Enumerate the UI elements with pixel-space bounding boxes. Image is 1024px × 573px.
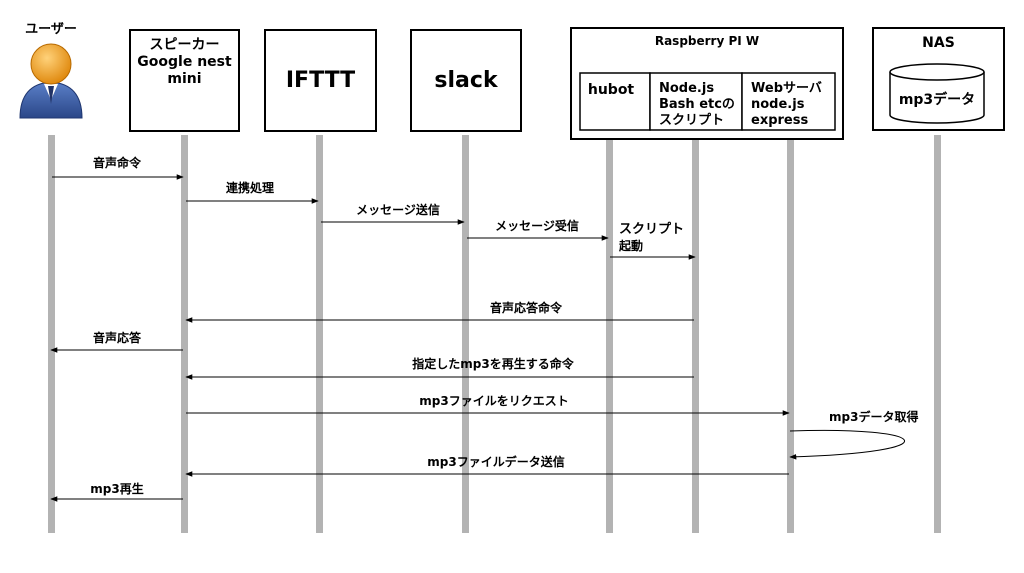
message-label: 音声応答命令 [490,300,563,315]
scripts-label-line2: Bash etcの [659,97,735,112]
actor-slack: slack [410,29,522,132]
speaker-label-line1: スピーカー [150,37,220,53]
message-label: 連携処理 [226,180,274,195]
message-label: mp3再生 [90,481,143,496]
rpi-title: Raspberry PI W [655,34,759,48]
actor-raspberry-pi: Raspberry PI W hubot Node.js Bash etcの ス… [570,27,844,140]
lifelines [48,135,941,533]
nas-storage-label: mp3データ [899,91,975,108]
webserver-label-line1: Webサーバ [751,81,822,96]
actor-nas: NAS mp3データ [872,27,1005,131]
rpi-scripts-box [649,72,743,131]
message-label: mp3ファイルをリクエスト [419,394,568,408]
lifeline-webserver [787,135,794,533]
webserver-label-line3: express [751,113,808,128]
message-label: 音声命令 [93,155,142,170]
actor-speaker: スピーカー Google nest mini [129,29,240,132]
lifeline-nas [934,135,941,533]
message-label: メッセージ送信 [356,202,440,217]
lifeline-hubot [606,135,613,533]
lifeline-ifttt [316,135,323,533]
speaker-label-line3: mini [167,71,201,87]
nas-title: NAS [922,35,955,51]
user-label: ユーザー [25,22,77,37]
actor-user: ユーザー [19,22,83,119]
user-avatar-icon [19,43,83,119]
message-arrow [789,429,906,460]
message-label-line2: 起動 [618,238,643,253]
rpi-webserver-box [741,72,836,131]
ifttt-label: IFTTT [286,68,355,93]
rpi-hubot-box [579,72,651,131]
lifeline-scripts [692,135,699,533]
message-label: mp3データ取得 [829,409,918,424]
slack-label: slack [434,68,499,93]
message-label: mp3ファイルデータ送信 [427,454,564,469]
message-label-line1: スクリプト [619,222,684,237]
lifeline-speaker [181,135,188,533]
speaker-label-line2: Google nest [137,54,232,70]
message-label: メッセージ受信 [495,218,579,233]
lifeline-slack [462,135,469,533]
webserver-label-line2: node.js [751,97,805,112]
message-label: 指定したmp3を再生する命令 [412,356,574,371]
hubot-label: hubot [588,82,635,98]
messages: 音声命令 連携処理 メッセージ送信 メッセージ受信 スクリプト 起動 音声応答命… [50,155,918,502]
message-label: 音声応答 [93,330,142,345]
lifeline-user [48,135,55,533]
nas-storage-icon [889,63,985,124]
scripts-label-line3: スクリプト [659,113,724,128]
actor-ifttt: IFTTT [264,29,377,132]
scripts-label-line1: Node.js [659,81,714,96]
